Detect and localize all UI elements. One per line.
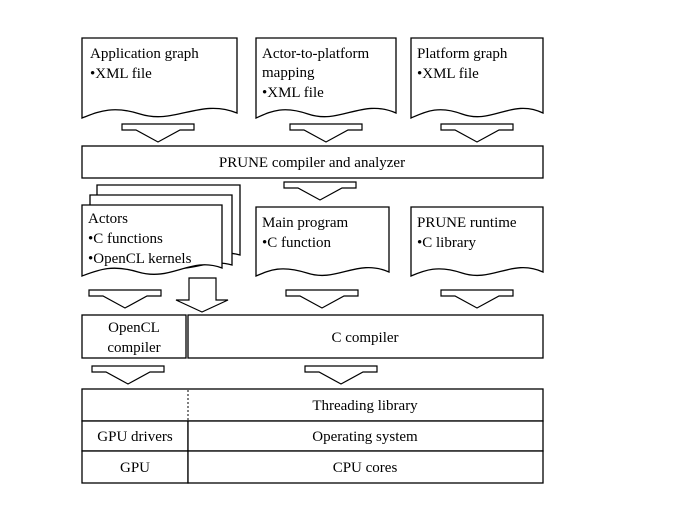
prune-compiler-label: PRUNE compiler and analyzer [219,155,405,171]
doc-main-item: •C function [262,235,331,251]
arrow-platform-to-compiler [440,123,514,143]
arrow-actors-to-c-compiler [175,277,229,313]
doc-platform-graph: Platform graph •XML file [410,37,544,119]
doc-runtime-title: PRUNE runtime [417,215,517,231]
arrow-compiler-to-outputs [283,181,357,201]
opencl-compiler-box: OpenCL compiler [81,314,187,359]
doc-platform-item: •XML file [417,66,479,82]
arrow-runtime-to-c-compiler [440,289,514,309]
opencl-compiler-label-2: compiler [107,340,160,356]
doc-app-item: •XML file [90,66,152,82]
arrow-actors-to-opencl [88,289,162,309]
gpu-drivers-label: GPU drivers [97,429,173,445]
doc-mapping-title: Actor-to-platform [262,46,369,62]
doc-mapping-item: •XML file [262,85,324,101]
doc-actor-platform-mapping: Actor-to-platform mapping •XML file [255,37,397,119]
doc-main-title: Main program [262,215,349,231]
c-compiler-box: C compiler [187,314,544,359]
threading-library-label: Threading library [312,398,418,414]
platform-stack: Threading library GPU drivers Operating … [81,388,544,484]
c-compiler-label: C compiler [331,330,398,346]
prune-compiler-box: PRUNE compiler and analyzer [81,145,544,179]
operating-system-label: Operating system [312,429,418,445]
doc-mapping-title2: mapping [262,65,315,81]
doc-actors-title: Actors [88,211,128,227]
doc-platform-title: Platform graph [417,46,508,62]
doc-runtime-item: •C library [417,235,476,251]
doc-actors-stack: Actors •C functions •OpenCL kernels [81,184,241,277]
arrow-opencl-to-platform [91,365,165,385]
doc-actors-item-2: •OpenCL kernels [88,251,192,267]
doc-prune-runtime: PRUNE runtime •C library [410,206,544,277]
doc-app-title: Application graph [90,46,199,62]
opencl-compiler-label-1: OpenCL [108,320,160,336]
arrow-app-to-compiler [121,123,195,143]
arrow-mapping-to-compiler [289,123,363,143]
arrow-main-to-c-compiler [285,289,359,309]
doc-actors-item-1: •C functions [88,231,163,247]
doc-application-graph: Application graph •XML file [81,37,238,119]
arrow-c-to-platform [304,365,378,385]
gpu-label: GPU [120,460,150,476]
cpu-cores-label: CPU cores [333,460,398,476]
doc-main-program: Main program •C function [255,206,390,277]
